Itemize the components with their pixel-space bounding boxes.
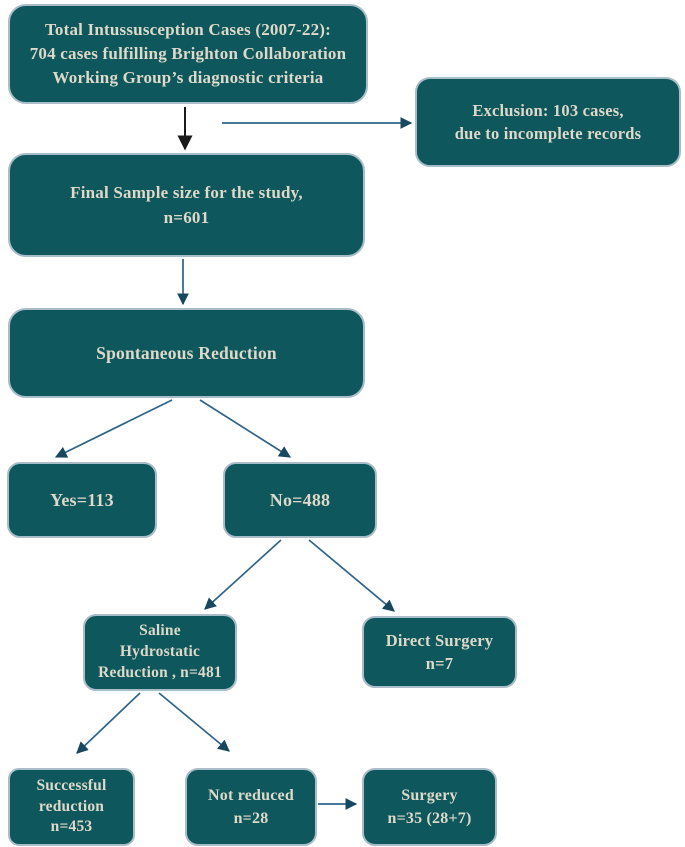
node-direct-surgery: Direct Surgery n=7: [362, 616, 517, 688]
node-final-sample-size: Final Sample size for the study, n=601: [8, 153, 365, 257]
arrow-spontaneous-to-no: [199, 399, 292, 458]
node-spontaneous-reduction: Spontaneous Reduction: [8, 308, 365, 398]
arrow-saline-to-successful: [76, 692, 141, 754]
node-surgery: Surgery n=35 (28+7): [362, 768, 497, 846]
node-yes: Yes=113: [7, 462, 157, 538]
arrow-no-to-saline: [204, 539, 282, 610]
node-total-cases: Total Intussusception Cases (2007-22): 7…: [8, 4, 368, 104]
arrow-saline-to-not-reduced: [158, 692, 230, 752]
node-no: No=488: [223, 462, 377, 538]
node-successful-reduction: Successful reduction n=453: [8, 768, 135, 846]
node-exclusion: Exclusion: 103 cases, due to incomplete …: [415, 77, 681, 167]
node-saline-hydrostatic-reduction: Saline Hydrostatic Reduction , n=481: [83, 614, 237, 691]
arrow-spontaneous-to-yes: [54, 399, 173, 458]
arrow-no-to-direct-surgery: [308, 539, 395, 612]
node-not-reduced: Not reduced n=28: [185, 768, 317, 846]
